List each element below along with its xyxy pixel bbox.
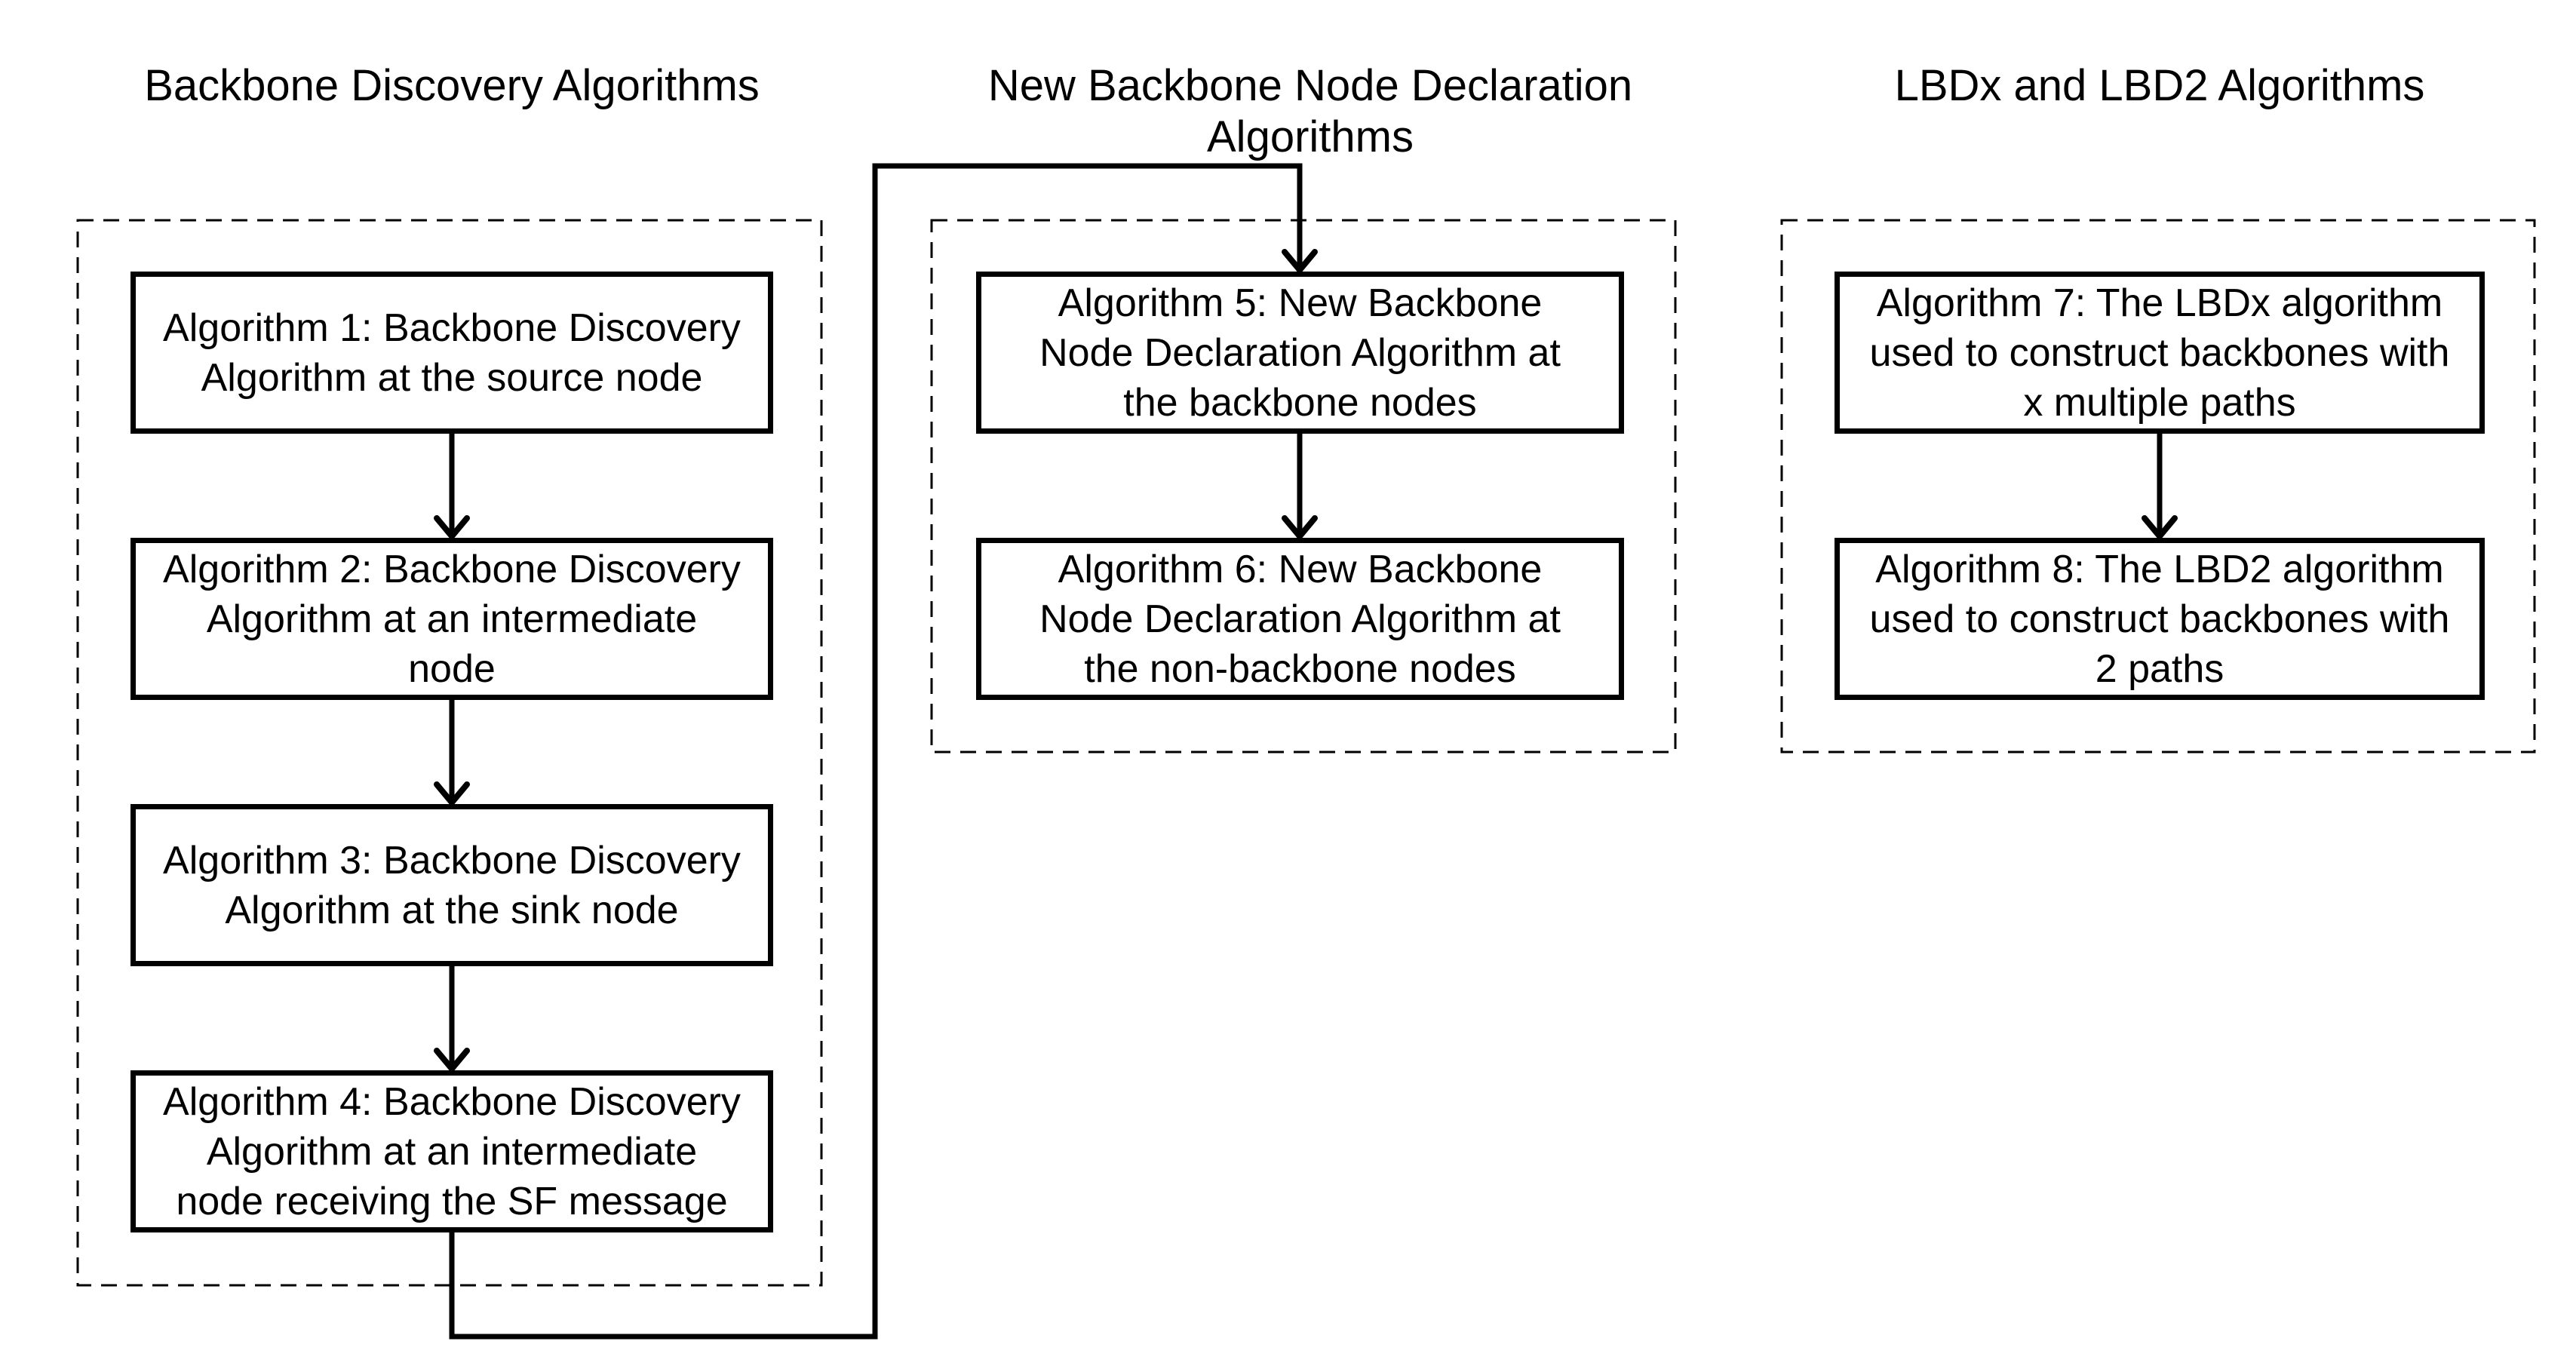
arrowhead-box2-to-box3-icon	[434, 781, 470, 806]
algorithm-5-box: Algorithm 5: New Backbone Node Declarati…	[976, 272, 1624, 434]
algorithm-6-box: Algorithm 6: New Backbone Node Declarati…	[976, 538, 1624, 700]
algorithm-4-box: Algorithm 4: Backbone Discovery Algorith…	[130, 1070, 773, 1232]
arrowhead-box3-to-box4-icon	[434, 1048, 470, 1072]
group-outline-new-backbone-node-declaration	[930, 219, 1677, 754]
arrowhead-box4-to-box5-icon	[1282, 249, 1318, 273]
arrowhead-box5-to-box6-icon	[1282, 515, 1318, 539]
arrow-box4-to-box5	[449, 163, 1303, 1340]
algorithm-3-box: Algorithm 3: Backbone Discovery Algorith…	[130, 804, 773, 966]
group-title-new-backbone-node-declaration: New Backbone Node Declaration Algorithms	[987, 61, 1633, 161]
group-title-lbdx-lbd2: LBDx and LBD2 Algorithms	[1894, 61, 2425, 110]
algorithm-8-box: Algorithm 8: The LBD2 algorithm used to …	[1835, 538, 2485, 700]
algorithm-7-box: Algorithm 7: The LBDx algorithm used to …	[1835, 272, 2485, 434]
algorithm-2-box: Algorithm 2: Backbone Discovery Algorith…	[130, 538, 773, 700]
group-title-backbone-discovery: Backbone Discovery Algorithms	[144, 61, 760, 110]
algorithm-1-box: Algorithm 1: Backbone Discovery Algorith…	[130, 272, 773, 434]
arrowhead-box1-to-box2-icon	[434, 515, 470, 539]
arrowhead-box7-to-box8-icon	[2142, 515, 2178, 539]
